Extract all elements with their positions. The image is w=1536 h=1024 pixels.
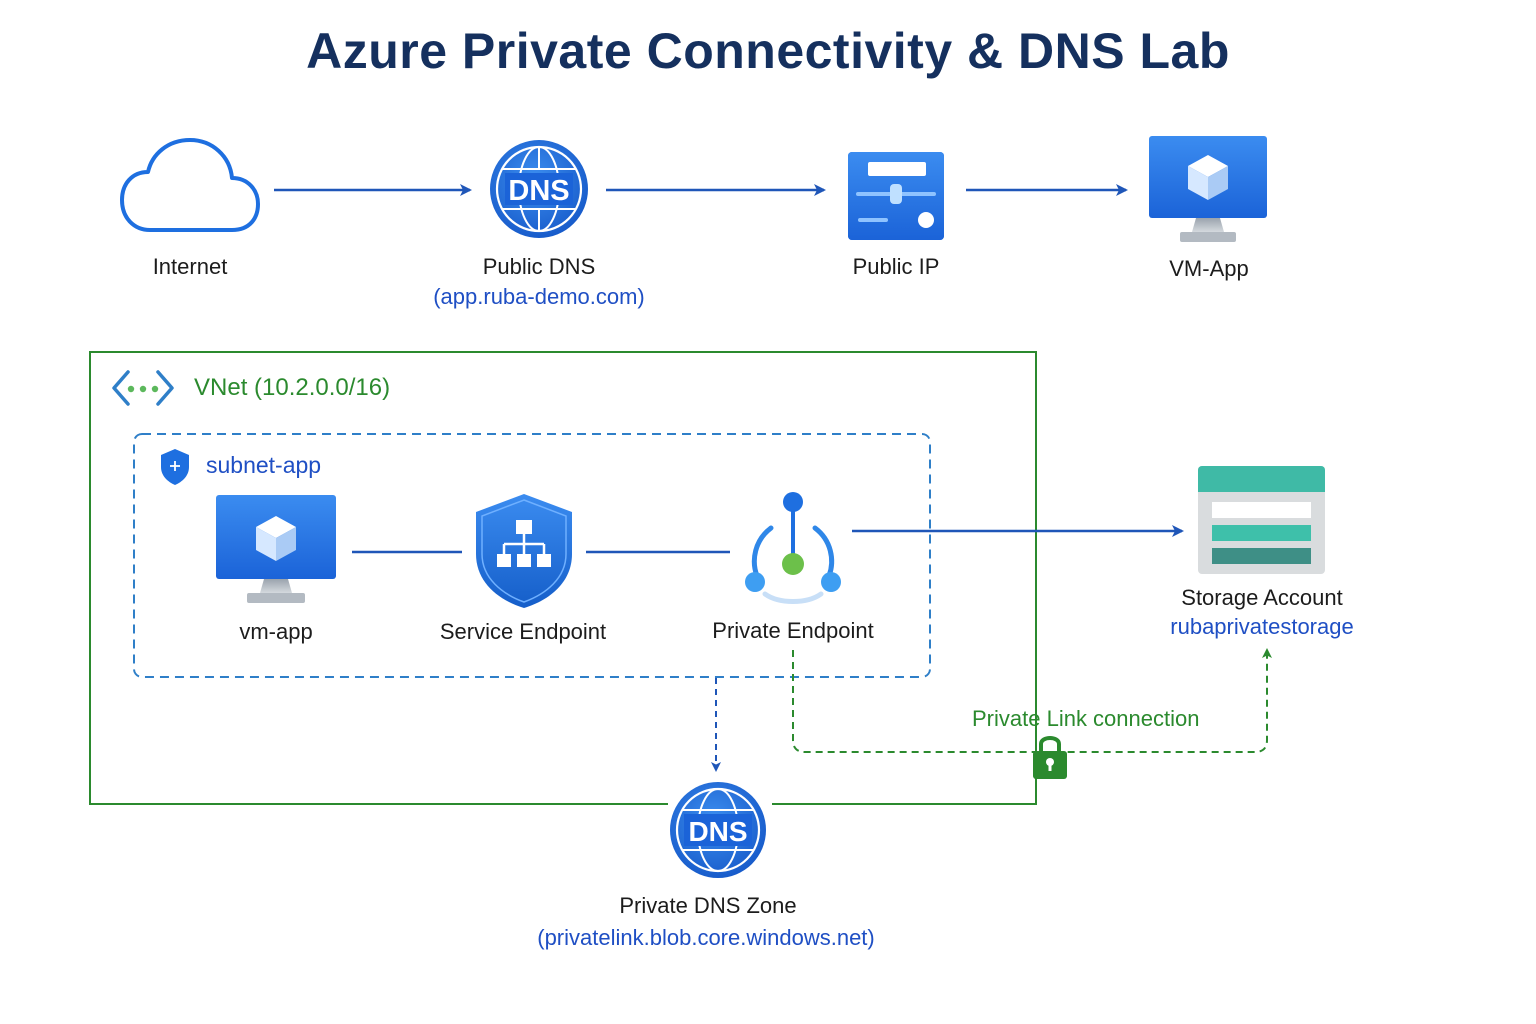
private-endpoint-icon: [745, 492, 841, 604]
storage-account-icon: [1198, 466, 1325, 574]
storage-account-name: rubaprivatestorage: [1170, 614, 1354, 639]
cloud-icon: [120, 138, 260, 232]
service-endpoint-shield-icon: [476, 494, 572, 608]
storage-account-label: Storage Account: [1181, 585, 1343, 610]
public-ip-icon: [848, 152, 944, 240]
vnet-icon: [112, 370, 174, 406]
private-link-label: Private Link connection: [972, 706, 1200, 731]
virtual-machine-icon: [216, 495, 336, 603]
private-dns-zone-label: Private DNS Zone: [619, 893, 797, 918]
dns-globe-icon: DNS: [490, 140, 588, 238]
internet-label: Internet: [152, 254, 228, 279]
svg-text:DNS: DNS: [688, 816, 747, 847]
dns-globe-icon: DNS: [670, 782, 766, 878]
private-link-path: [792, 648, 1272, 753]
vnet-label: VNet (10.2.0.0/16): [194, 374, 391, 401]
public-dns-domain: (app.ruba-demo.com): [433, 284, 645, 309]
lock-icon: [1033, 736, 1067, 779]
subnet-boundary: [133, 433, 931, 678]
public-dns-label: Public DNS: [482, 254, 596, 279]
vm-app-subnet-label: vm-app: [239, 619, 313, 644]
virtual-machine-icon: [1149, 136, 1267, 242]
public-ip-label: Public IP: [852, 254, 940, 279]
private-endpoint-label: Private Endpoint: [712, 618, 874, 643]
private-dns-zone-domain: (privatelink.blob.core.windows.net): [537, 925, 875, 950]
service-endpoint-label: Service Endpoint: [439, 619, 607, 644]
diagram-title: Azure Private Connectivity & DNS Lab: [306, 23, 1230, 79]
subnet-label: subnet-app: [206, 452, 322, 478]
svg-text:DNS: DNS: [508, 175, 569, 207]
subnet-shield-icon: [161, 449, 189, 485]
vnet-boundary: [89, 351, 1037, 805]
vm-app-label: VM-App: [1169, 256, 1249, 281]
